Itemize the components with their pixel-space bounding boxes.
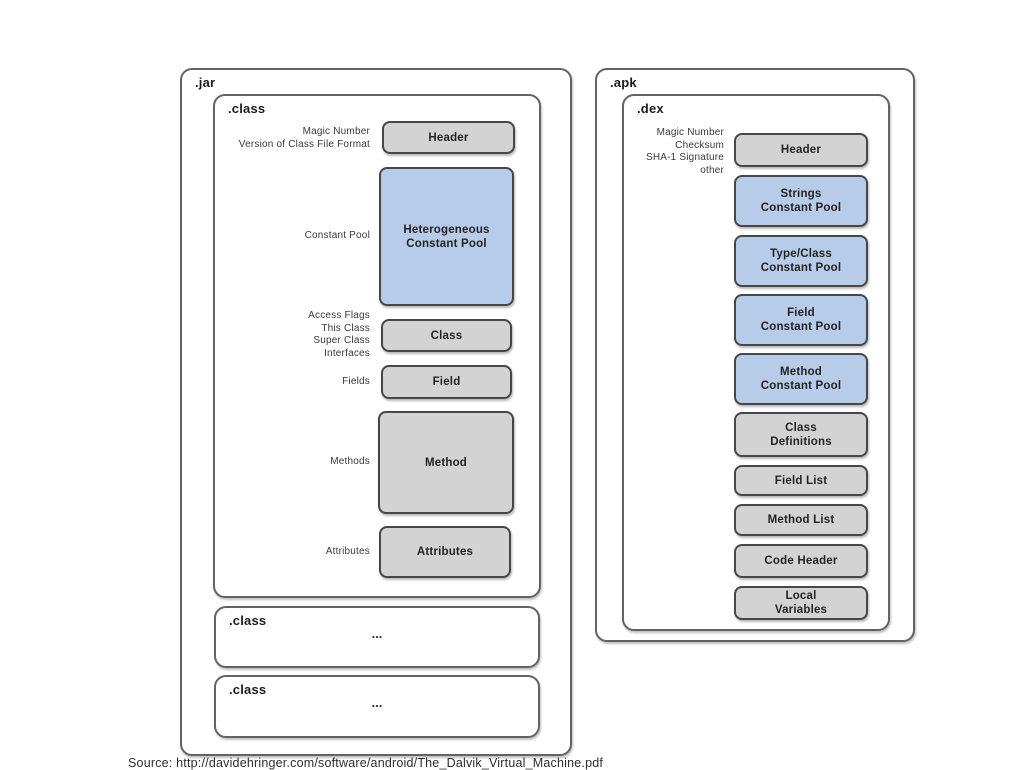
code-header-box: Code Header bbox=[734, 544, 868, 578]
ellipsis-text: ... bbox=[371, 695, 383, 710]
class-stub-label: .class bbox=[229, 613, 267, 628]
dex-header-box: Header bbox=[734, 133, 868, 167]
local-variables-box: Local Variables bbox=[734, 586, 868, 620]
field-box: Field bbox=[381, 365, 512, 399]
dex-label: .dex bbox=[637, 101, 664, 116]
method-box: Method bbox=[378, 411, 514, 514]
attributes-box: Attributes bbox=[379, 526, 511, 578]
strings-constant-pool-box: Strings Constant Pool bbox=[734, 175, 868, 227]
label-fields: Fields bbox=[342, 376, 370, 387]
source-caption: Source: http://davidehringer.com/softwar… bbox=[128, 756, 604, 770]
ellipsis-text: ... bbox=[371, 626, 383, 641]
class-definitions-box: Class Definitions bbox=[734, 412, 868, 457]
header-box: Header bbox=[382, 121, 515, 154]
dex-file-box: .dex Magic Number Checksum SHA-1 Signatu… bbox=[622, 94, 890, 631]
apk-label: .apk bbox=[610, 75, 637, 90]
class-stub-label: .class bbox=[229, 682, 267, 697]
heterogeneous-constant-pool-box: Heterogeneous Constant Pool bbox=[379, 167, 514, 306]
jar-container: .jar .class Magic Number Version of Clas… bbox=[180, 68, 572, 756]
type-class-constant-pool-box: Type/Class Constant Pool bbox=[734, 235, 868, 287]
label-magic-number-version: Magic Number Version of Class File Forma… bbox=[238, 126, 370, 150]
label-access-flags-group: Access Flags This Class Super Class Inte… bbox=[308, 310, 370, 359]
jar-label: .jar bbox=[195, 75, 216, 90]
apk-container: .apk .dex Magic Number Checksum SHA-1 Si… bbox=[595, 68, 915, 642]
field-constant-pool-box: Field Constant Pool bbox=[734, 294, 868, 346]
class-stub-box: .class ... bbox=[214, 675, 540, 738]
field-list-box: Field List bbox=[734, 465, 868, 496]
method-list-box: Method List bbox=[734, 504, 868, 536]
label-attributes: Attributes bbox=[325, 546, 370, 557]
class-stub-box: .class ... bbox=[214, 606, 540, 668]
class-box: Class bbox=[381, 319, 512, 352]
label-constant-pool: Constant Pool bbox=[304, 230, 370, 241]
class-label: .class bbox=[228, 101, 266, 116]
class-file-box: .class Magic Number Version of Class Fil… bbox=[213, 94, 541, 598]
label-methods: Methods bbox=[330, 456, 370, 467]
label-dex-header-fields: Magic Number Checksum SHA-1 Signature ot… bbox=[645, 127, 724, 176]
method-constant-pool-box: Method Constant Pool bbox=[734, 353, 868, 405]
